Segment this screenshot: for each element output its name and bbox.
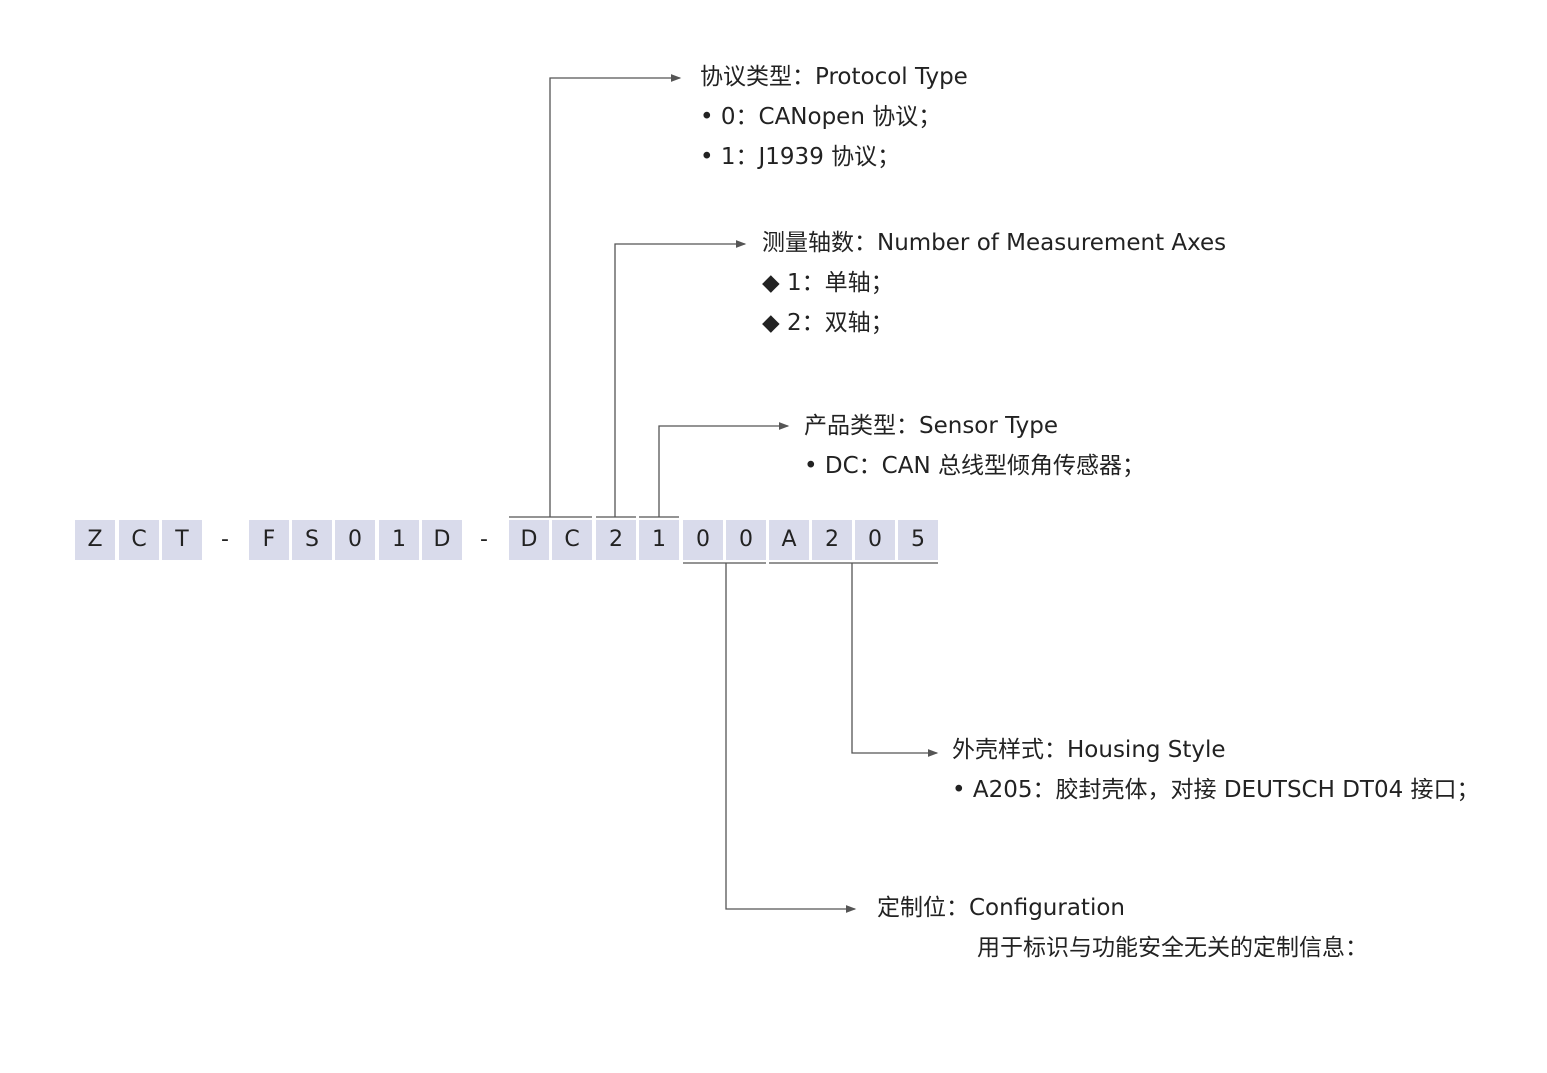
config-connector	[683, 562, 855, 909]
code-char-box: 0	[335, 520, 375, 560]
code-char-box: C	[552, 520, 592, 560]
axes-title: 测量轴数：Number of Measurement Axes	[762, 230, 1227, 256]
code-char-box: T	[162, 520, 202, 560]
code-char-box: 0	[855, 520, 895, 560]
housing-title: 外壳样式：Housing Style	[952, 737, 1226, 763]
code-char-box: C	[119, 520, 159, 560]
axes-connector	[596, 244, 745, 518]
config-title: 定制位：Configuration	[877, 895, 1125, 921]
axes-item: ◆ 1：单轴；	[762, 270, 894, 296]
code-separator: -	[221, 527, 229, 552]
protocol-title: 协议类型：Protocol Type	[700, 64, 968, 90]
code-char-box: 0	[726, 520, 766, 560]
sensor-title: 产品类型：Sensor Type	[804, 413, 1058, 439]
code-char-box: D	[422, 520, 462, 560]
code-char-box: D	[509, 520, 549, 560]
code-char-box: 2	[596, 520, 636, 560]
code-char-box: 0	[683, 520, 723, 560]
code-char-box: 2	[812, 520, 852, 560]
config-item: 用于标识与功能安全无关的定制信息：	[977, 935, 1368, 961]
housing-connector	[769, 562, 938, 753]
code-char-box: A	[769, 520, 809, 560]
code-char-box: 5	[898, 520, 938, 560]
housing-item: • A205：胶封壳体，对接 DEUTSCH DT04 接口；	[952, 777, 1480, 803]
code-char-box: S	[292, 520, 332, 560]
axes-item: ◆ 2：双轴；	[762, 310, 894, 336]
protocol-item: • 0：CANopen 协议；	[700, 104, 942, 130]
sensor-item: • DC：CAN 总线型倾角传感器；	[804, 453, 1145, 479]
protocol-connector	[509, 78, 680, 518]
code-separator: -	[480, 527, 488, 552]
sensor-connector	[639, 426, 788, 518]
code-char-box: F	[249, 520, 289, 560]
protocol-item: • 1：J1939 协议；	[700, 144, 901, 170]
code-char-box: 1	[379, 520, 419, 560]
code-char-box: Z	[75, 520, 115, 560]
code-char-box: 1	[639, 520, 679, 560]
